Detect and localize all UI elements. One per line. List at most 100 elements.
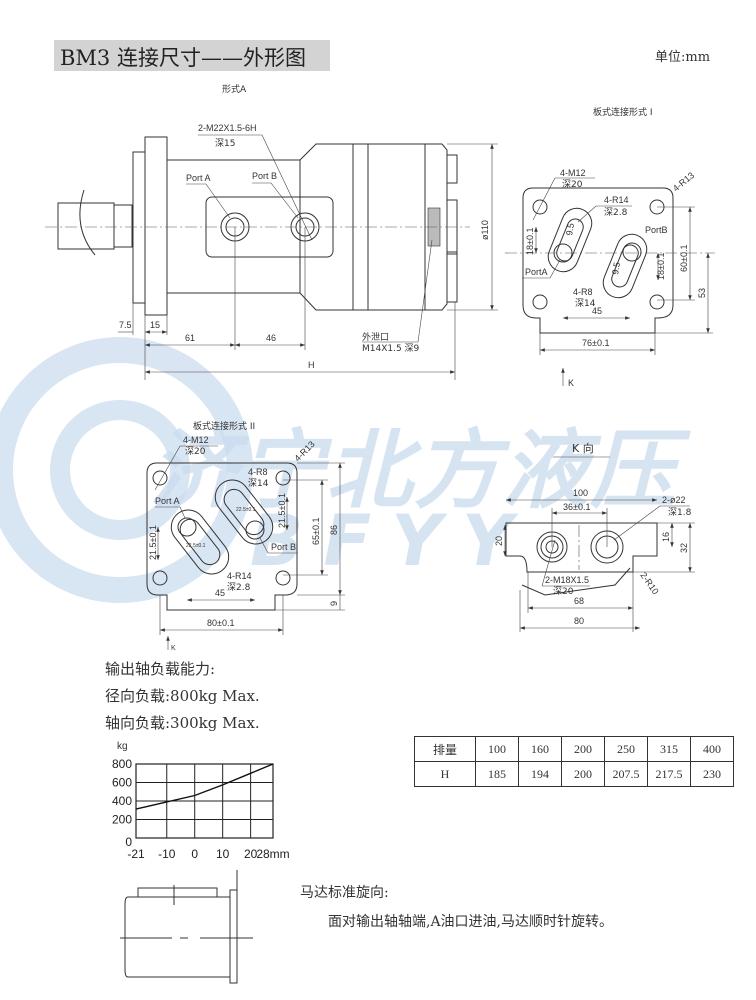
plate-1-dim-spacing: 45 [592, 306, 602, 316]
drain-thread-label: M14X1.5 深9 [362, 343, 420, 354]
k-view-dim-spacing: 36±0.1 [563, 502, 590, 512]
plate-1-slot-r: 4-R14 [604, 195, 629, 205]
plate-2-bolt-label: 4-M12 [183, 435, 209, 445]
plate-1-dim-bolt-v: 60±0.1 [679, 245, 689, 272]
plate-2-port-a [177, 517, 197, 537]
plate-1-dim-bolt-h: 76±0.1 [582, 338, 609, 348]
k-view-title: K 向 [572, 441, 594, 455]
plate-2-slot-depth: 深2.8 [227, 582, 251, 593]
dim-diameter: ø110 [480, 220, 490, 240]
plate-2-note-b: 22.5±0.1 [236, 507, 256, 513]
plate-1-offset-b: 9.5 [610, 261, 622, 275]
k-view-port-dia: 2-ø22 [662, 495, 686, 505]
chart-load-curve [135, 763, 274, 810]
rotation-heading: 马达标准旋向: [300, 885, 389, 901]
rotation-sketch [120, 870, 253, 984]
dim-port-spacing: 46 [266, 333, 276, 343]
k-view-drawing: K 向 100 36±0.1 2-ø22 深1.8 2-M18X1.5 深20 … [494, 441, 695, 632]
chart-x-tick: 20 [244, 847, 258, 861]
table-cell: 217.5 [647, 761, 691, 787]
dim-flange: 15 [150, 320, 160, 330]
plate-1-dim-offset-b: 18±0.1 [656, 253, 666, 280]
watermark-logo [0, 337, 253, 603]
k-view-dim-80: 80 [574, 616, 584, 626]
table-row: 排量 100 160 200 250 315 400 [414, 736, 734, 762]
dim-length-h: H [308, 360, 315, 370]
table-cell: 250 [604, 736, 648, 762]
plate-2-dim-height: 86 [329, 525, 339, 535]
chart-x-tick: -10 [158, 847, 176, 861]
k-view-dim-20: 20 [494, 536, 504, 546]
plate-1-title: 板式连接形式 I [593, 106, 653, 118]
plate-1-small-depth: 深14 [575, 298, 596, 309]
table-cell: 200 [561, 736, 605, 762]
k-view-radius: 2-R10 [638, 570, 660, 596]
table-cell: 207.5 [604, 761, 648, 787]
table-cell: H [414, 761, 476, 787]
table-cell: 160 [518, 736, 562, 762]
table-cell: 100 [475, 736, 519, 762]
k-view-outline [505, 522, 658, 573]
plate-2-small-r: 4-R8 [248, 467, 268, 477]
plate-1-dim-offset-a: 18±0.1 [525, 228, 535, 255]
page-title: BM3 连接尺寸——外形图 [60, 46, 306, 70]
chart-x-tick: 10 [216, 847, 230, 861]
plate-2-title: 板式连接形式 II [193, 420, 255, 432]
chart-x-tick: 28mm [256, 847, 289, 861]
spec-table: 排量 100 160 200 250 315 400 H 185 194 200… [414, 736, 734, 787]
plate-1-view-mark: K [568, 378, 574, 388]
plate-2-dim-offset-b: 21.5±0.1 [277, 493, 287, 528]
dim-pilot: 7.5 [119, 320, 132, 330]
chart-x-tick: 0 [191, 847, 198, 861]
axial-load: 轴向负载:300kg Max. [105, 714, 260, 732]
plate-1-drawing: 板式连接形式 I 4-M12 深20 4-R13 4-R14 深2.8 9.5 … [505, 106, 715, 388]
plate-2-port-a-label: Port A [155, 496, 180, 506]
port-thread-label: 2-M22X1.5-6H [198, 123, 257, 133]
chart-y-tick: 400 [112, 794, 132, 808]
drain-label: 外泄口 [362, 331, 389, 343]
plate-2-note-a: 22.5±0.1 [186, 543, 206, 549]
table-cell: 194 [518, 761, 562, 787]
plate-2-port-b [245, 520, 265, 540]
rotation-text: 面对输出轴轴端,A油口进油,马达顺时针旋转。 [328, 914, 614, 930]
k-view-dim-16: 16 [661, 532, 671, 542]
plate-2-port-b-label: Port B [271, 542, 296, 552]
plate-1-dim-height: 53 [697, 288, 707, 298]
title-background [54, 40, 330, 71]
k-view-thread: 2-M18X1.5 [545, 575, 589, 585]
plate-1-port-b-label: PortB [645, 225, 668, 235]
k-view-dim-32: 32 [679, 543, 689, 553]
chart-x-tick: -21 [127, 847, 145, 861]
dim-to-port-a: 61 [185, 333, 195, 343]
plate-1-port-a-label: PortA [525, 267, 548, 277]
watermark-company-cn: 济宁北方液压 [150, 421, 691, 521]
port-a-label: Port A [186, 173, 211, 183]
plate-2-view-mark: K [171, 645, 176, 652]
port-depth-label: 深15 [215, 138, 235, 149]
table-cell: 200 [561, 761, 605, 787]
plate-2-corner-r: 4-R13 [292, 439, 316, 463]
k-view-thread-depth: 深20 [553, 586, 574, 597]
plate-2-small-depth: 深14 [248, 478, 269, 489]
plate-2-slot-r: 4-R14 [227, 571, 252, 581]
unit-label: 单位:mm [655, 50, 711, 65]
plate-2-dim-step: 9 [329, 601, 339, 606]
plate-1-bolt-depth: 深20 [562, 179, 583, 190]
port-b-label: Port B [252, 171, 277, 181]
plate-1-bolt-label: 4-M12 [560, 168, 586, 178]
table-cell: 230 [690, 761, 734, 787]
plate-2-dim-offset-a: 21.5±0.1 [148, 525, 158, 560]
form-a-drawing: 形式A 2-M22X1.5-6H 深15 Port A Port B [45, 83, 498, 380]
table-cell: 315 [647, 736, 691, 762]
table-row: H 185 194 200 207.5 217.5 230 [414, 761, 734, 787]
chart-y-label: kg [117, 741, 128, 752]
rotation-arrow-icon [79, 189, 96, 256]
plate-1-offset-a: 9.5 [564, 222, 576, 236]
plate-2-dim-bolt-v: 65±0.1 [311, 518, 321, 545]
plate-1-small-r: 4-R8 [573, 287, 593, 297]
watermark-company-en: BFYY [250, 500, 533, 582]
k-view-dim-width: 100 [573, 488, 588, 498]
plate-2-dim-spacing: 45 [215, 588, 225, 598]
table-cell: 排量 [414, 736, 476, 762]
